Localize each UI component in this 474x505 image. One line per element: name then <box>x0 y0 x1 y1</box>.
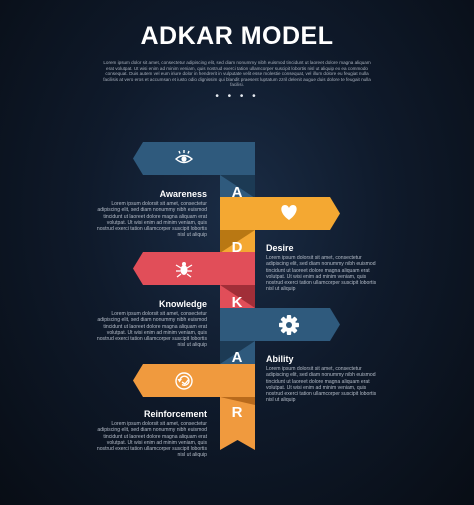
intro-text: Lorem ipsum dolor sit amet, consectetur … <box>103 60 371 88</box>
banner-knowledge <box>133 252 255 285</box>
letter-ability: A <box>231 349 243 366</box>
step-title-awareness: Awareness <box>159 189 207 199</box>
banner-reinforcement <box>133 364 255 397</box>
step-title-reinforcement: Reinforcement <box>143 409 207 419</box>
fold-desire <box>220 230 255 253</box>
stem-tail <box>220 395 255 450</box>
page-title: ADKAR MODEL <box>140 22 334 50</box>
step-description-ability: Lorem ipsum dolorsit sit amet, consectet… <box>266 366 377 404</box>
bug-icon <box>175 262 193 278</box>
fold-awareness <box>220 175 255 198</box>
step-title-knowledge: Knowledge <box>158 299 207 309</box>
fold-knowledge <box>220 285 255 308</box>
letter-reinforcement: R <box>231 404 243 421</box>
refresh-icon <box>175 372 193 390</box>
step-description-knowledge: Lorem ipsum dolorsit sit amet, consectet… <box>96 311 207 349</box>
letter-knowledge: K <box>231 294 243 311</box>
heart-icon <box>281 205 297 220</box>
eye-icon <box>174 150 194 164</box>
step-title-ability: Ability <box>266 354 294 364</box>
letter-desire: D <box>231 239 243 256</box>
letter-awareness: A <box>231 184 243 201</box>
step-description-desire: Lorem ipsum dolorsit sit amet, consectet… <box>266 255 377 293</box>
step-title-desire: Desire <box>266 243 294 253</box>
gear-icon <box>279 315 299 335</box>
fold-ability <box>220 341 255 364</box>
step-description-reinforcement: Lorem ipsum dolorsit sit amet, consectet… <box>96 421 207 459</box>
banner-awareness <box>133 142 255 175</box>
banner-desire <box>220 197 340 230</box>
fold-reinforcement <box>220 397 255 405</box>
dots-separator: • • • • <box>215 91 259 102</box>
step-description-awareness: Lorem ipsum dolorsit sit amet, consectet… <box>96 201 207 239</box>
